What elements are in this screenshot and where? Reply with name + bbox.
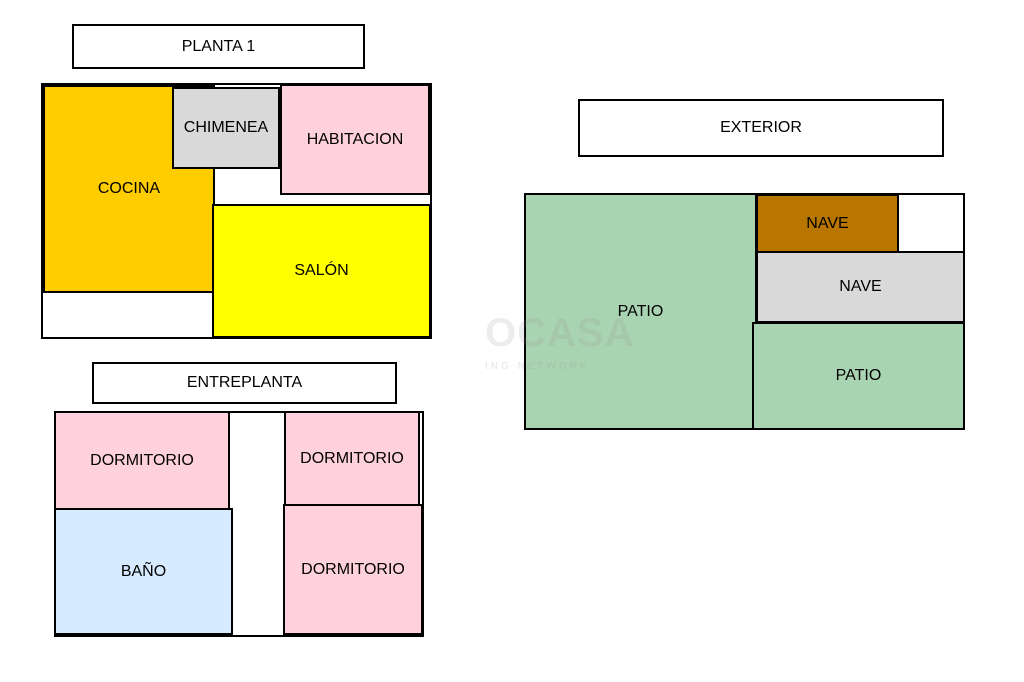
room-habitacion: HABITACION [280, 84, 430, 195]
planta-1-title: PLANTA 1 [72, 24, 365, 69]
room-nave-1: NAVE [756, 194, 899, 253]
room-patio-2: PATIO [752, 322, 965, 430]
room-dormitorio-3: DORMITORIO [283, 504, 423, 635]
room-patio-1: PATIO [524, 193, 757, 430]
entreplanta-title: ENTREPLANTA [92, 362, 397, 404]
room-salon: SALÓN [212, 204, 431, 338]
room-bano: BAÑO [54, 508, 233, 635]
room-dormitorio-1: DORMITORIO [54, 411, 230, 511]
room-nave-2: NAVE [756, 251, 965, 323]
room-dormitorio-2: DORMITORIO [284, 411, 420, 507]
exterior-title: EXTERIOR [578, 99, 944, 157]
room-chimenea: CHIMENEA [172, 87, 280, 169]
